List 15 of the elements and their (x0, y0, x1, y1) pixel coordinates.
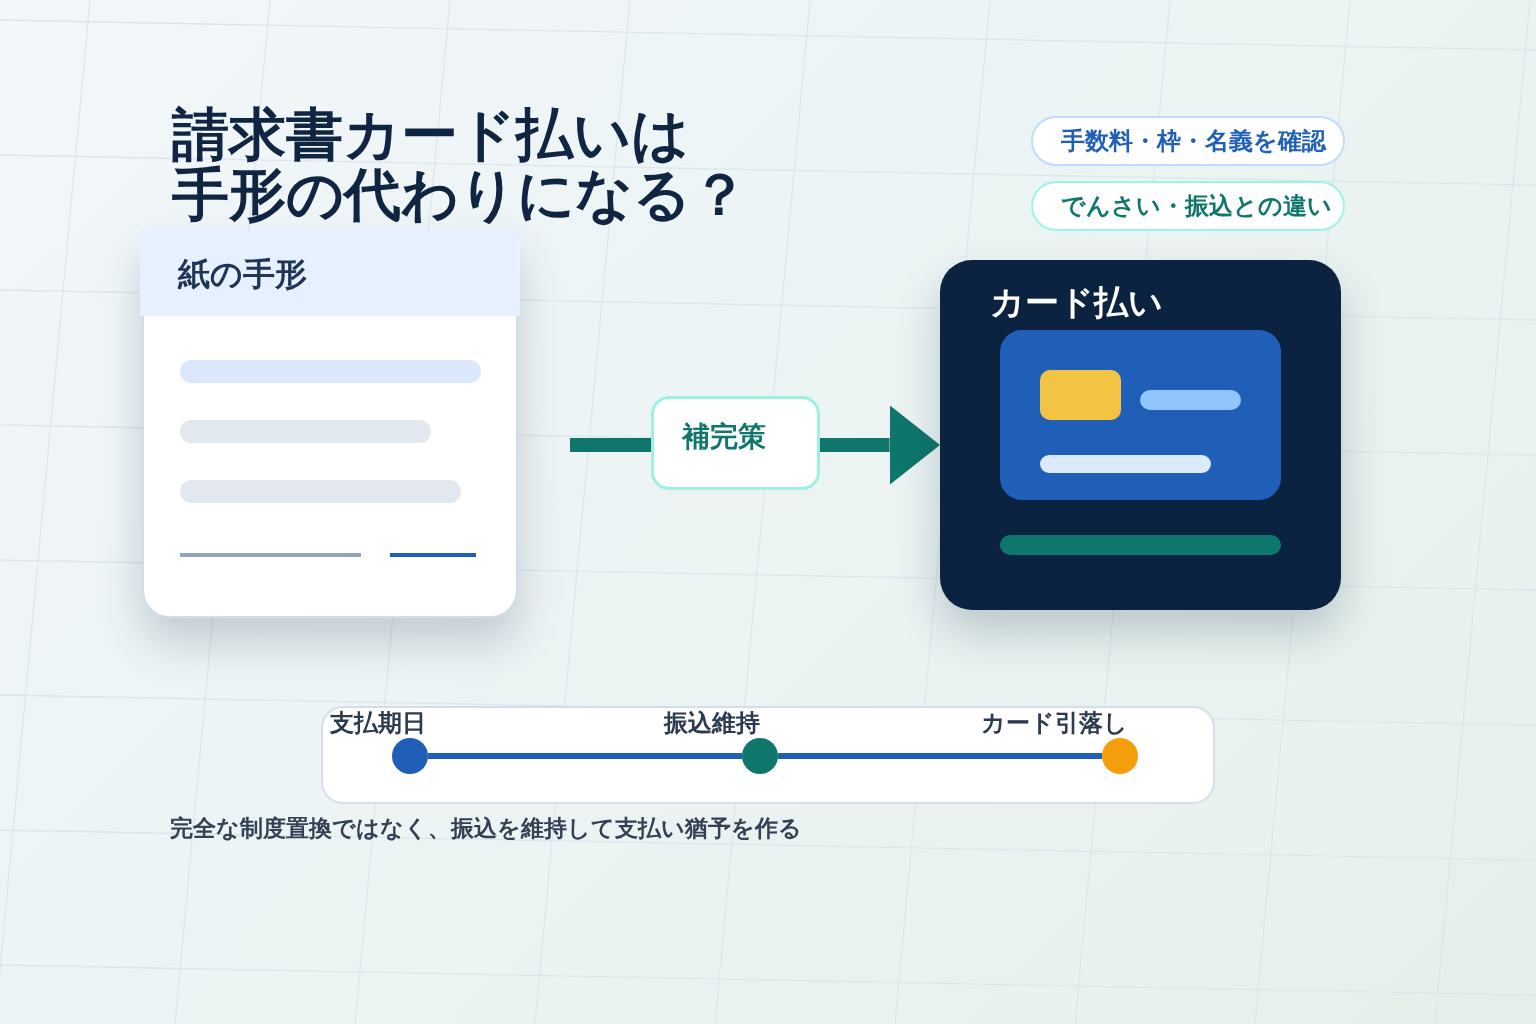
arrow (820, 405, 940, 485)
document-card (142, 230, 518, 618)
caption: 完全な制度置換ではなく、振込を維持して支払い猶予を作る (170, 814, 802, 843)
card-panel (940, 260, 1341, 610)
card-header: 紙の手形 (140, 230, 520, 316)
timeline-line (778, 753, 1102, 759)
timeline-label: カード引落し (981, 709, 1128, 737)
tag-pill: でんさい・振込との違い (1031, 181, 1345, 231)
process-box: 補完策 (651, 396, 820, 490)
timeline-line (428, 753, 742, 759)
tag-pill: 手数料・枠・名義を確認 (1031, 116, 1345, 166)
timeline-label: 支払期日 (330, 709, 426, 737)
timeline-label: 振込維持 (664, 709, 760, 737)
title: 請求書カード払いは手形の代わりになる？ (172, 104, 749, 224)
panel-title: カード払い (990, 282, 1163, 323)
